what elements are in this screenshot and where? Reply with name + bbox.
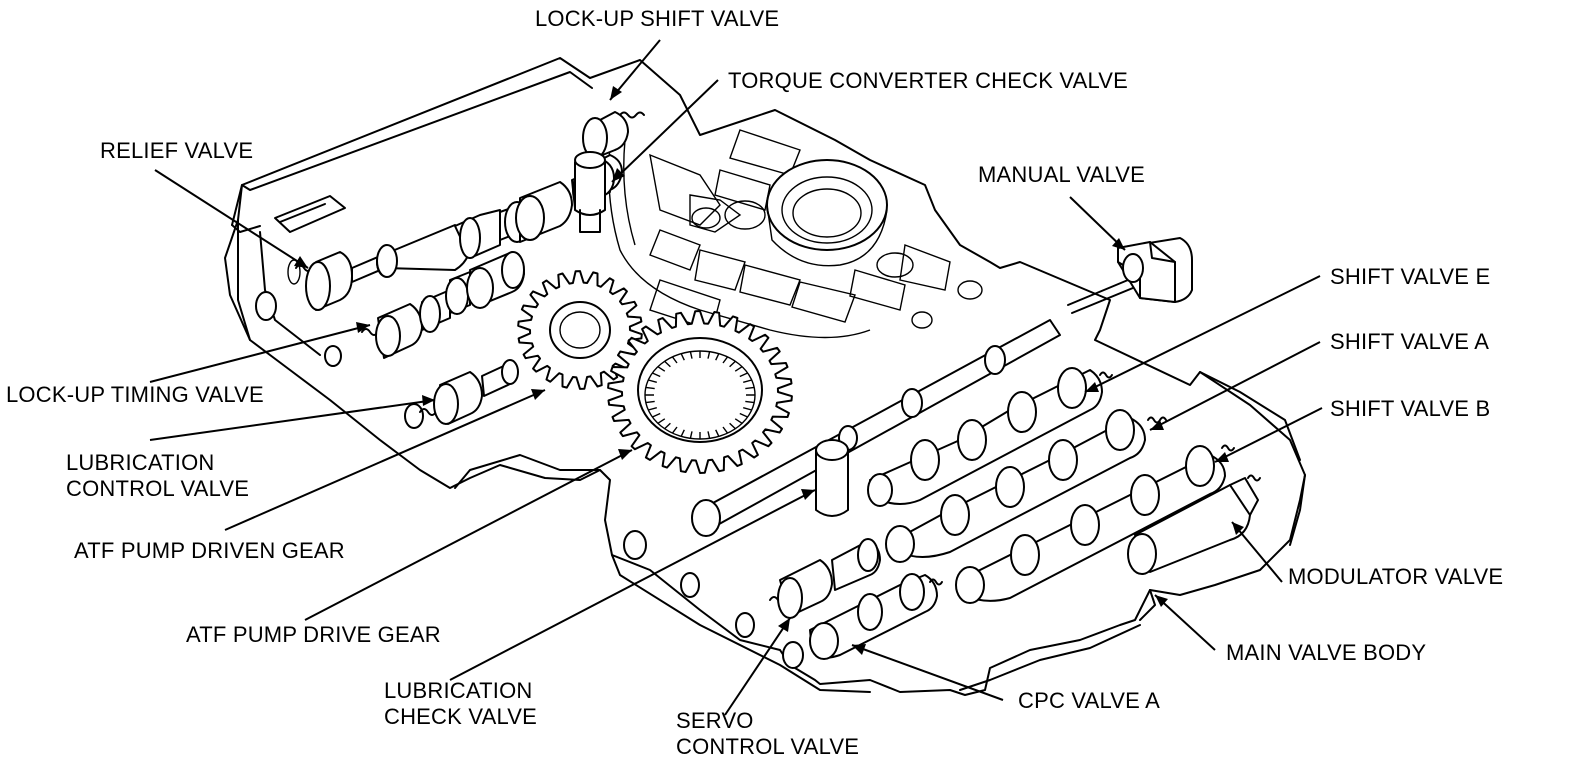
arrowhead-cpc-valve-a [852,644,866,655]
label-atf-pump-drive-gear: ATF PUMP DRIVE GEAR [186,622,441,647]
casting-pockets [608,129,983,339]
upper-valve-train [287,111,645,425]
arrowhead-manual-valve [1112,238,1125,250]
label-shift-valve-a: SHIFT VALVE A [1330,329,1490,354]
label-cpc-valve-a: CPC VALVE A [1018,688,1160,713]
leader-lines [149,39,1323,716]
atf-pump-driven-gear [517,270,643,390]
arrowhead-lubrication-check-valve [801,489,815,500]
leader-torque-converter-check-valve [611,79,719,183]
arrowhead-atf-pump-driven-gear [531,389,545,400]
leader-lubrication-check-valve [449,489,816,681]
leader-atf-pump-driven-gear [224,389,546,531]
leader-lubrication-control-valve [149,399,436,441]
leader-manual-valve [1069,196,1126,251]
label-shift-valve-e: SHIFT VALVE E [1330,264,1491,289]
leader-cpc-valve-a [851,644,1004,701]
arrowhead-relief-valve [294,256,308,268]
leader-lockup-timing-valve [149,324,371,383]
label-lubrication-check-valve-line1: LUBRICATION [384,678,533,703]
label-lockup-shift-valve: LOCK-UP SHIFT VALVE [535,6,780,31]
leader-relief-valve [154,169,309,269]
label-main-valve-body: MAIN VALVE BODY [1226,640,1427,665]
arrowhead-servo-control-valve [778,618,790,632]
leader-shift-valve-e [1084,275,1321,393]
leader-servo-control-valve [724,617,791,716]
leader-atf-pump-drive-gear [304,449,633,621]
atf-pump-drive-gear [607,310,793,474]
label-manual-valve: MANUAL VALVE [978,162,1146,187]
leader-main-valve-body [1154,594,1216,651]
leader-shift-valve-b [1214,407,1323,463]
leader-shift-valve-a [1149,341,1321,431]
label-modulator-valve: MODULATOR VALVE [1288,564,1504,589]
arrowhead-modulator-valve [1232,522,1244,535]
arrowhead-lockup-timing-valve [356,322,370,333]
arrowhead-shift-valve-e [1085,382,1099,392]
label-lubrication-control-valve-line2: CONTROL VALVE [66,476,250,501]
label-servo-control-valve-line2: CONTROL VALVE [676,734,860,759]
label-relief-valve: RELIEF VALVE [100,138,254,163]
label-atf-pump-driven-gear: ATF PUMP DRIVEN GEAR [74,538,345,563]
label-servo-control-valve-line1: SERVO [676,708,754,733]
arrowhead-lubrication-control-valve [422,395,435,406]
label-shift-valve-b: SHIFT VALVE B [1330,396,1491,421]
label-lubrication-control-valve-line1: LUBRICATION [66,450,215,475]
arrowhead-main-valve-body [1155,595,1168,607]
leader-modulator-valve [1231,521,1283,583]
arrowhead-shift-valve-a [1150,420,1164,430]
arrowhead-shift-valve-b [1215,452,1229,462]
arrowhead-lockup-shift-valve [610,86,622,100]
lower-valve-bank [691,237,1261,660]
label-lubrication-check-valve-line2: CHECK VALVE [384,704,537,729]
label-lockup-timing-valve: LOCK-UP TIMING VALVE [6,382,264,407]
arrowhead-atf-pump-drive-gear [618,449,632,460]
arrowhead-torque-converter-check-valve [612,168,625,182]
label-torque-converter-check-valve: TORQUE CONVERTER CHECK VALVE [728,68,1129,93]
